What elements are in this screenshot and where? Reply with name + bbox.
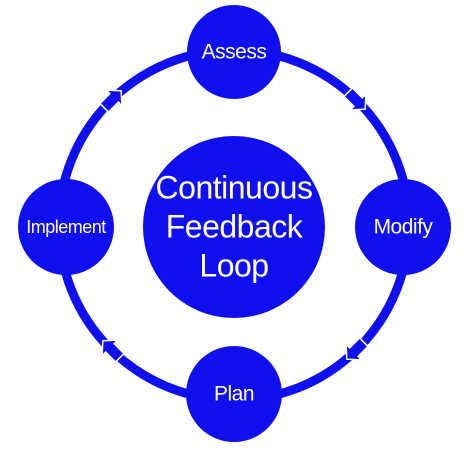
node-plan-label: Plan	[214, 383, 254, 406]
node-modify-circle	[355, 179, 451, 275]
node-modify: Modify	[355, 179, 451, 275]
node-implement-circle	[18, 179, 114, 275]
node-assess-label: Assess	[202, 41, 267, 64]
node-assess-circle	[187, 5, 281, 99]
center-node: Continuous Feedback Loop	[143, 136, 325, 318]
center-label-line-3: Loop	[199, 247, 268, 283]
arrow-bottom-right	[345, 336, 370, 361]
node-implement: Implement	[18, 179, 114, 275]
center-circle	[143, 136, 325, 318]
arrow-top-left	[98, 89, 123, 114]
node-assess: Assess	[187, 5, 281, 99]
arrow-top-right	[342, 86, 367, 111]
node-plan-circle	[186, 346, 282, 442]
center-label-line-2: Feedback	[166, 208, 304, 244]
node-plan: Plan	[186, 346, 282, 442]
node-modify-label: Modify	[374, 216, 434, 239]
node-implement-label: Implement	[26, 217, 106, 237]
center-label-line-1: Continuous	[156, 169, 313, 205]
arrow-bottom-left	[101, 339, 126, 364]
